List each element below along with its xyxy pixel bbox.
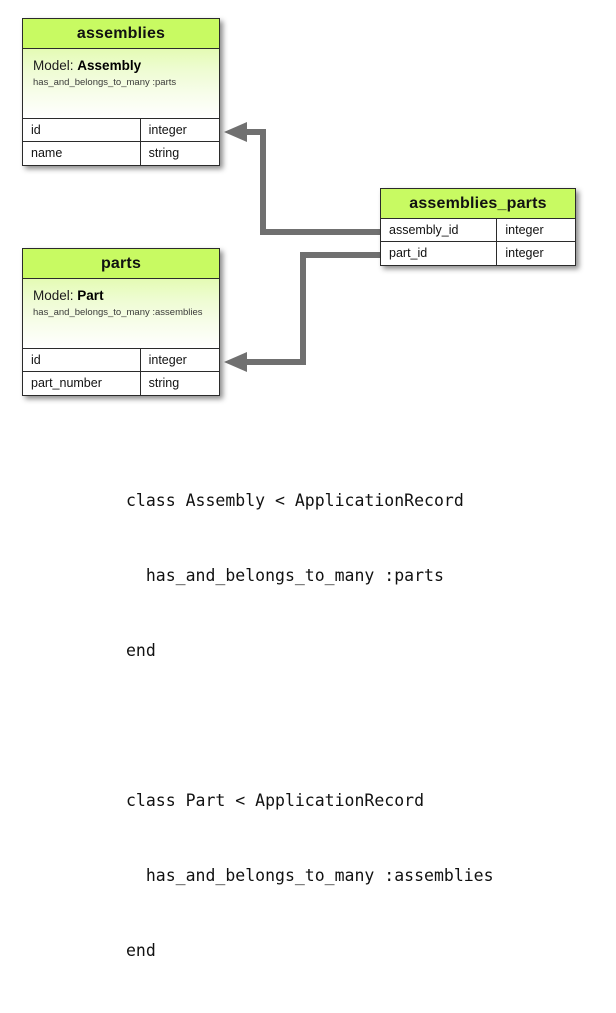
code-line: has_and_belongs_to_many :parts — [126, 566, 444, 585]
code-line: end — [126, 641, 156, 660]
attribute-name: part_id — [381, 242, 498, 265]
arrowhead-icon — [224, 122, 247, 142]
diagram-canvas: assemblies Model: Assembly has_and_belon… — [22, 18, 576, 960]
connector-part-id-to-parts — [224, 252, 380, 372]
entity-assemblies-parts-title: assemblies_parts — [381, 189, 575, 219]
attribute-type: string — [140, 372, 219, 395]
attribute-type: integer — [497, 242, 575, 265]
attribute-name: assembly_id — [381, 219, 498, 241]
entity-assemblies-association: has_and_belongs_to_many :parts — [33, 77, 177, 88]
attribute-type: string — [140, 142, 219, 165]
table-row: name string — [23, 142, 219, 165]
entity-parts[interactable]: parts Model: Part has_and_belongs_to_man… — [22, 248, 220, 396]
attribute-name: id — [23, 349, 141, 371]
code-line: class Part < ApplicationRecord — [126, 791, 425, 810]
entity-assemblies-title: assemblies — [23, 19, 219, 49]
code-line: end — [126, 941, 156, 960]
entity-parts-model: Model: Part — [33, 288, 209, 304]
entity-parts-title: parts — [23, 249, 219, 279]
arrowhead-icon — [224, 352, 247, 372]
attribute-name: id — [23, 119, 141, 141]
code-line-blank — [126, 713, 494, 738]
model-name: Assembly — [77, 58, 142, 73]
model-name: Part — [77, 288, 104, 303]
attribute-type: integer — [140, 349, 219, 371]
attribute-type: integer — [497, 219, 575, 241]
model-label: Model: — [33, 288, 74, 303]
table-row: assembly_id integer — [381, 219, 575, 242]
attribute-name: name — [23, 142, 141, 165]
table-row: part_id integer — [381, 242, 575, 265]
table-row: id integer — [23, 349, 219, 372]
code-block: class Assembly < ApplicationRecord has_a… — [126, 438, 494, 1013]
entity-assemblies-parts[interactable]: assemblies_parts assembly_id integer par… — [380, 188, 576, 266]
model-label: Model: — [33, 58, 74, 73]
entity-assemblies-model: Model: Assembly — [33, 58, 209, 74]
table-row: id integer — [23, 119, 219, 142]
attribute-type: integer — [140, 119, 219, 141]
table-row: part_number string — [23, 372, 219, 395]
attribute-name: part_number — [23, 372, 141, 395]
entity-parts-association: has_and_belongs_to_many :assemblies — [33, 307, 203, 318]
code-line: class Assembly < ApplicationRecord — [126, 491, 464, 510]
entity-assemblies[interactable]: assemblies Model: Assembly has_and_belon… — [22, 18, 220, 166]
code-line: has_and_belongs_to_many :assemblies — [126, 866, 494, 885]
entity-parts-body: Model: Part has_and_belongs_to_many :ass… — [23, 279, 219, 349]
entity-assemblies-body: Model: Assembly has_and_belongs_to_many … — [23, 49, 219, 119]
connector-assembly-id-to-assemblies — [224, 122, 380, 235]
